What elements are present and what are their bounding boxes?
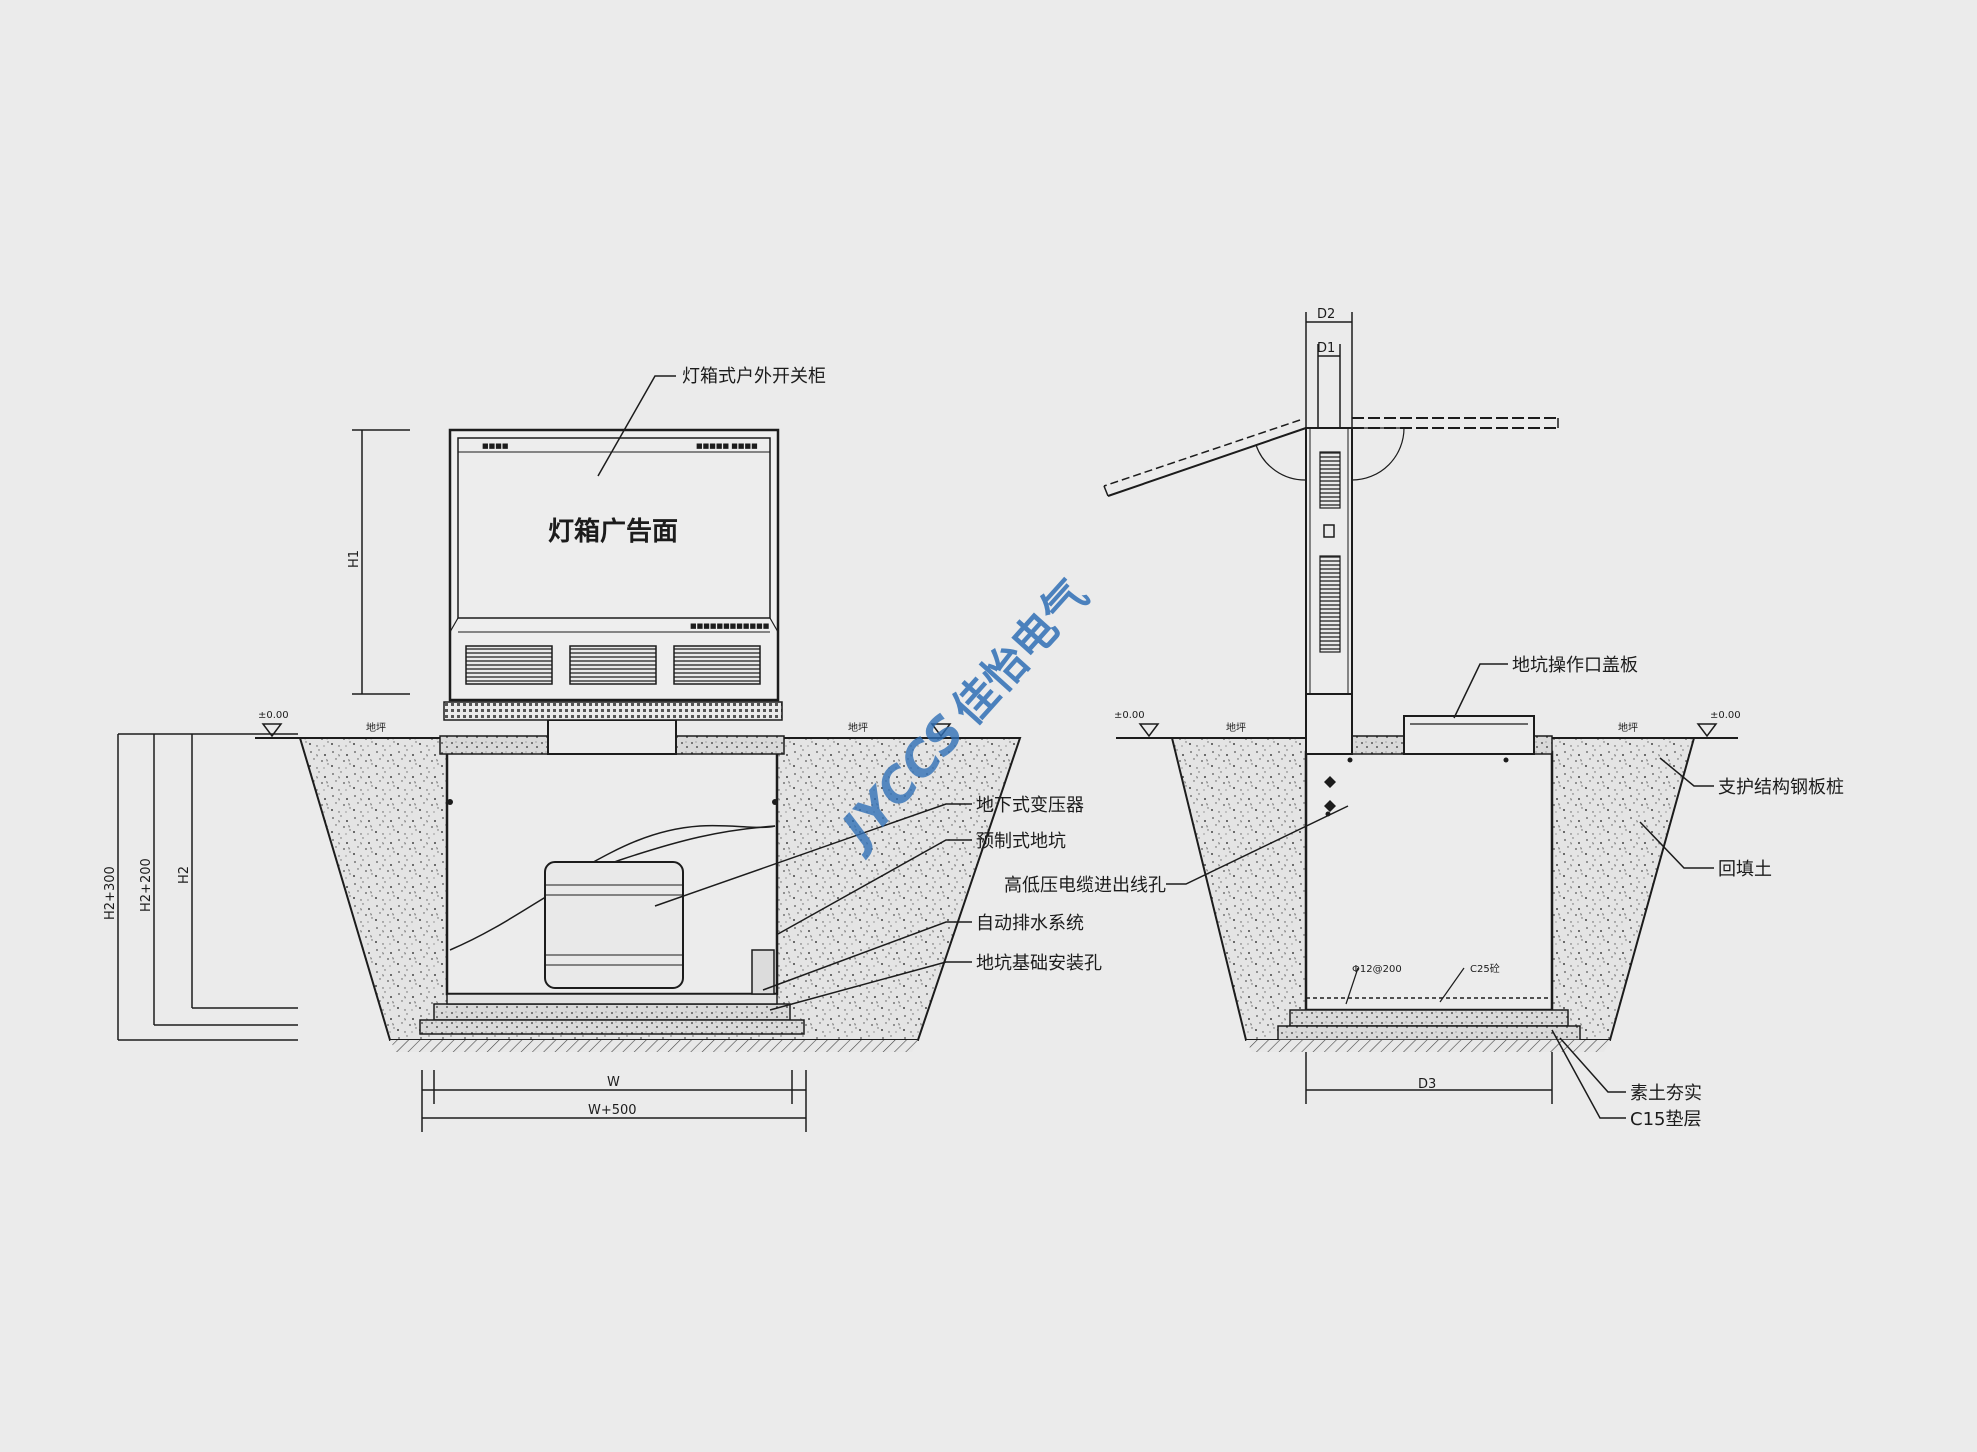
callout-install-hole: 地坑基础安装孔	[976, 953, 1102, 974]
ground-label-rv-left: 地坪	[1226, 721, 1246, 734]
door-swing-arc-left	[1255, 427, 1307, 481]
ground-label-rv-right: 地坪	[1618, 721, 1638, 734]
cable-hole-label: 高低压电缆进出线孔	[1004, 875, 1166, 896]
callout-drainage: 自动排水系统	[976, 913, 1084, 934]
side-pit-box	[1304, 750, 1554, 1012]
cover-plate-label: 地坑操作口盖板	[1512, 655, 1638, 676]
level-marker-right-view-right	[1696, 723, 1718, 738]
dim-h2-300-label: H2+300	[103, 866, 118, 920]
pit-floor	[446, 993, 778, 1005]
ground-label-left: 地坪	[366, 721, 386, 734]
vent-grille-1	[465, 645, 553, 685]
dim-h1-label: H1	[347, 550, 362, 568]
callout-transformer: 地下式变压器	[976, 795, 1084, 816]
cabinet-plinth	[443, 701, 783, 721]
side-elevation-view: ±0.00 ±0.00 地坪 地坪 D2 D1	[1004, 307, 1844, 1130]
concrete-label: C25砼	[1470, 962, 1500, 975]
dim-d1-label: D1	[1317, 341, 1335, 356]
dim-w-label: W	[607, 1075, 620, 1090]
dim-d3-label: D3	[1418, 1077, 1436, 1092]
underground-transformer	[544, 861, 684, 989]
vent-grille-2	[569, 645, 657, 685]
mount-hole-icon	[447, 799, 453, 805]
vent-grille-3	[673, 645, 761, 685]
level-marker-right	[930, 723, 952, 738]
level-marker-right-view-left	[1138, 723, 1160, 738]
dim-d2-label: D2	[1317, 307, 1335, 322]
ground-level-label-rr: ±0.00	[1710, 710, 1741, 721]
cabinet-side-base	[1305, 693, 1353, 755]
panel-caption-left: ■■■■	[482, 442, 508, 450]
ground-level-label: ±0.00	[258, 710, 289, 721]
pit-bottom-slab	[433, 1003, 791, 1021]
dim-h2-label: H2	[177, 866, 192, 884]
callout-steel-sheet-pile: 支护结构钢板桩	[1718, 777, 1844, 798]
bolt-icon-2	[1503, 757, 1509, 763]
ground-level-label-rl: ±0.00	[1114, 710, 1145, 721]
side-vent-upper	[1319, 451, 1341, 509]
door-swing-arc-right	[1351, 427, 1405, 481]
rebar-label: Φ12@200	[1352, 964, 1402, 975]
ground-hatch-right	[1246, 1040, 1610, 1052]
ground-hatch-left	[390, 1040, 918, 1052]
ground-label-right: 地坪	[848, 721, 868, 734]
bolt-icon-1	[1347, 757, 1353, 763]
callout-backfill: 回填土	[1718, 859, 1772, 880]
callout-c15-cushion: C15垫层	[1630, 1109, 1701, 1130]
c15-cushion-left	[419, 1019, 805, 1035]
cabinet-base-frame	[547, 719, 677, 755]
drain-pump	[751, 949, 775, 995]
side-vent-lower	[1319, 555, 1341, 653]
level-marker-left	[261, 723, 283, 738]
mount-hole-icon-2	[772, 799, 778, 805]
cable-hole-icon	[1324, 776, 1336, 812]
side-bottom-slab	[1289, 1009, 1569, 1027]
dim-h2-200-label: H2+200	[139, 858, 154, 912]
callout-prefab-pit: 预制式地坑	[976, 831, 1066, 852]
ad-face-panel	[457, 437, 771, 619]
panel-caption-bottom: ■■■■■■■■■■■■	[690, 622, 769, 630]
c15-cushion-right	[1277, 1025, 1581, 1041]
front-elevation-view: ±0.00 地坪 地坪 ■■■■ ■■■■■ ■■■■ ■■■■■■■■■■■■…	[103, 366, 1102, 1132]
watermark-text: 佳怡电气	[943, 570, 1099, 735]
cabinet-label: 灯箱式户外开关柜	[682, 366, 826, 387]
ad-face-label: 灯箱广告面	[548, 516, 678, 547]
dim-w500-label: W+500	[588, 1103, 637, 1118]
panel-caption-right: ■■■■■ ■■■■	[696, 442, 758, 450]
operation-cover-plate	[1403, 715, 1535, 755]
door-lock-icon	[1323, 524, 1335, 538]
callout-compacted-soil: 素土夯实	[1630, 1083, 1702, 1104]
cutaway-boundary	[449, 825, 776, 951]
